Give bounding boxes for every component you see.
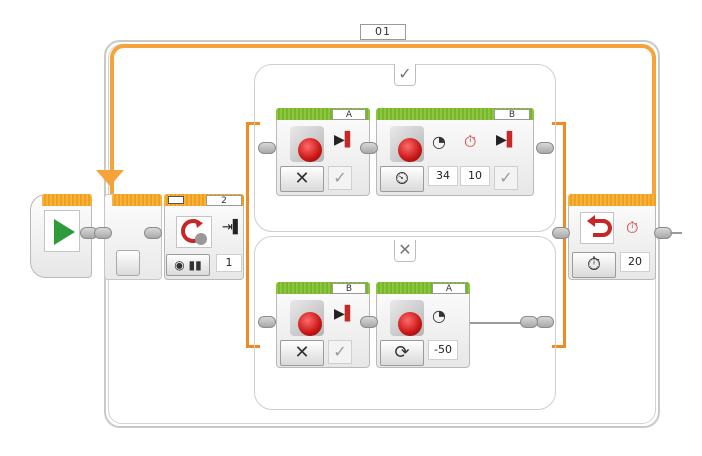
case-false-tab[interactable]: ✕ [394,240,416,262]
sequence-plug[interactable] [552,227,570,239]
start-block-bar [42,194,92,206]
sequence-plug[interactable] [144,227,162,239]
power-gauge-icon: ◔ [432,132,446,151]
motor-hub-icon [298,312,322,336]
power-gauge-icon: ◔ [432,306,446,325]
sequence-plug[interactable] [360,316,378,328]
switch-mode-button[interactable]: ◉ ▮▮ [166,254,210,276]
sequence-wire-end [670,232,682,234]
case-false[interactable] [254,236,556,410]
motor-hub-icon [398,312,422,336]
loop-label[interactable]: 01 [360,24,406,40]
rotation-sensor-icon [181,219,207,245]
sequence-plug[interactable] [520,316,538,328]
brake-icon: ▶▌ [334,132,356,148]
case-true-tab[interactable]: ✓ [394,64,416,86]
play-icon [54,219,75,245]
seconds-timer-icon: ⏱ [464,132,477,151]
switch-port[interactable]: 2 [206,195,242,206]
sequence-plug[interactable] [536,142,554,154]
motor-mode-button[interactable]: ⟳ [380,340,424,366]
switch-bracket-left [246,122,260,348]
loop-mode-selector[interactable] [116,250,140,276]
sequence-plug[interactable] [258,142,276,154]
sequence-plug[interactable] [360,142,378,154]
sequence-wire [470,322,522,324]
start-button[interactable] [44,210,80,252]
motor-mode-button[interactable]: ✕ [280,166,324,192]
brake-param[interactable]: ✓ [494,166,518,190]
motor-hub-icon [298,138,322,162]
switch-compare-value[interactable]: 1 [216,254,242,272]
motor-port[interactable]: A [432,283,466,294]
motor-mode-button[interactable]: ⏲ [380,166,424,192]
brake-icon: ▶▌ [334,306,356,322]
sequence-plug[interactable] [536,316,554,328]
brake-param[interactable]: ✓ [328,340,352,364]
loop-left-bar [112,194,162,206]
wait-seconds-value[interactable]: 20 [620,252,650,272]
wait-mode-button[interactable]: ⏱ [572,252,616,278]
brake-icon: ▶▌ [496,132,518,148]
motor-power-value[interactable]: 34 [428,166,458,186]
wait-block-bar [568,194,656,206]
motor-hub-icon [398,138,422,162]
motor-port[interactable]: A [332,109,366,120]
motor-port[interactable]: B [494,109,530,120]
motor-seconds-value[interactable]: 10 [460,166,490,186]
wait-icon[interactable] [580,212,614,244]
compare-icon: ⇥▌ [222,220,243,235]
stopwatch-icon: ⏱ [626,218,639,237]
wait-rotate-icon [587,215,612,237]
switch-icon [168,196,184,204]
wire-arrow-icon [96,170,124,186]
loop-wire [110,44,656,204]
brake-param[interactable]: ✓ [328,166,352,190]
motor-mode-button[interactable]: ✕ [280,340,324,366]
sequence-plug[interactable] [94,227,112,239]
switch-sensor-icon[interactable] [176,216,212,248]
sequence-plug[interactable] [258,316,276,328]
motor-power-value[interactable]: -50 [428,340,458,360]
motor-port[interactable]: B [332,283,366,294]
